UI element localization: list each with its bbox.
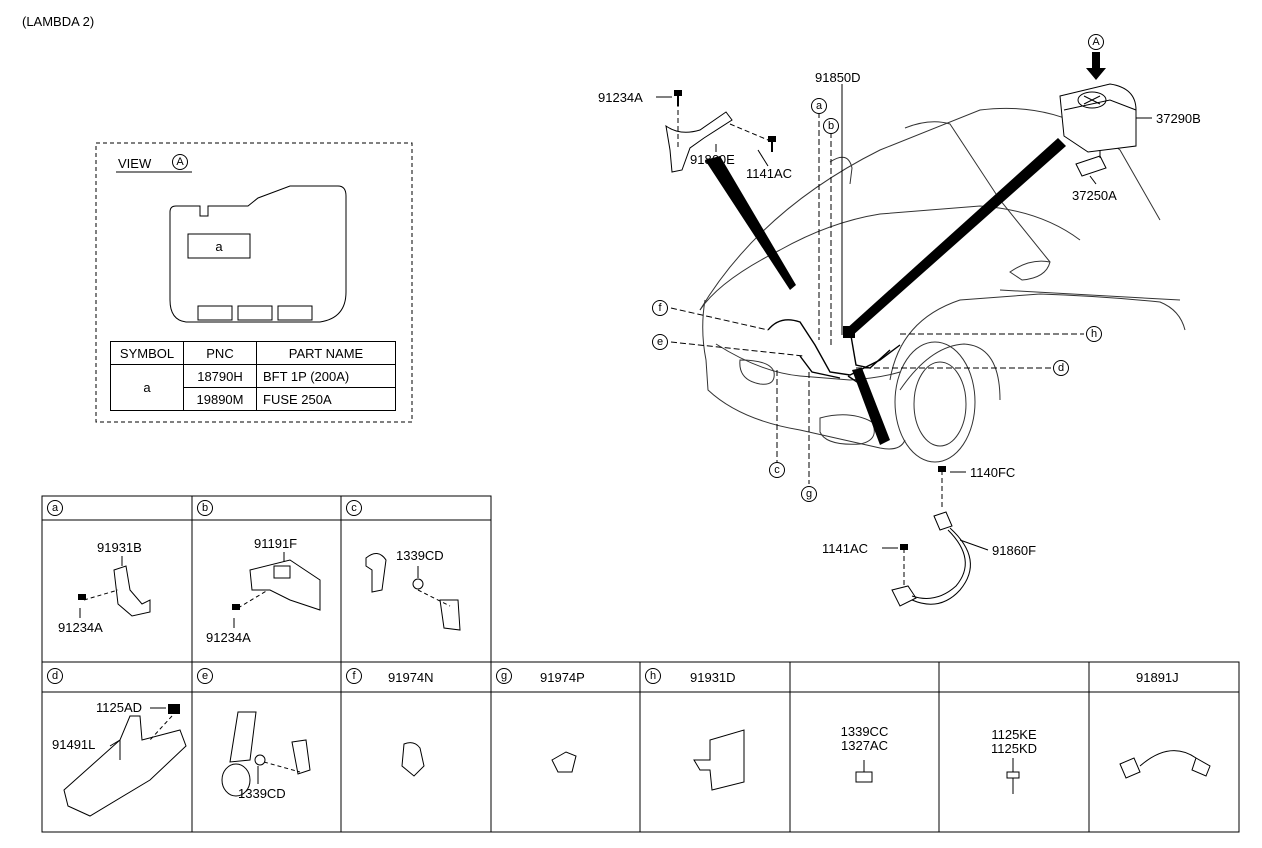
- cell-tag-f: f: [346, 668, 362, 684]
- part-clip-c-drawing: [365, 553, 461, 631]
- label-1141AC-top: 1141AC: [746, 166, 793, 181]
- table-header-symbol: SYMBOL: [110, 341, 184, 365]
- callout-c: c: [769, 462, 785, 478]
- fuse-box-label-frame: [187, 233, 251, 259]
- bracket-91860E: [656, 96, 769, 173]
- view-title-symbol: A: [172, 154, 188, 170]
- label-1140FC: 1140FC: [970, 465, 1016, 480]
- cell-tag-b: b: [197, 500, 213, 516]
- part-label: 1125KE: [991, 727, 1037, 742]
- label-37290B: 37290B: [1156, 111, 1201, 126]
- fuse-box-outline: [169, 185, 347, 323]
- part-label: 1125KD: [990, 741, 1037, 756]
- part-91931B-drawing: [79, 556, 151, 618]
- callout-d: d: [1053, 360, 1069, 376]
- label-91860F: 91860F: [992, 543, 1037, 558]
- callout-h: h: [1086, 326, 1102, 342]
- wiring-harness: [767, 319, 901, 385]
- table-cell-pnc: 19890M: [183, 387, 257, 411]
- arrow-a-icon: [1086, 52, 1106, 80]
- table-header-part-name: PART NAME: [256, 341, 396, 365]
- part-91931D-drawing: [693, 729, 745, 791]
- table-cell-part-name: FUSE 250A: [256, 387, 396, 411]
- part-grommet-e-drawing: [221, 711, 311, 797]
- table-cell-symbol: a: [110, 364, 184, 411]
- callout-g: g: [801, 486, 817, 502]
- page-title: (LAMBDA 2): [22, 14, 95, 29]
- cell-tag-g: g: [496, 668, 512, 684]
- part-label: 1125AD: [96, 700, 143, 715]
- label-91234A-top: 91234A: [598, 90, 643, 105]
- label-91860E: 91860E: [690, 152, 735, 167]
- view-a-frame: [95, 142, 413, 423]
- part-label: 91234A: [58, 620, 103, 635]
- part-91891J-drawing: [1119, 750, 1211, 779]
- part-label: 1327AC: [841, 738, 888, 753]
- callout-f: f: [652, 300, 668, 316]
- battery-cover-37290B: [1059, 83, 1152, 185]
- band-2: [845, 138, 1066, 336]
- table-cell-pnc: 18790H: [183, 364, 257, 388]
- table-header-pnc: PNC: [183, 341, 257, 365]
- battery-cable-91860F: [882, 470, 989, 607]
- callout-e: e: [652, 334, 668, 350]
- cell-tag-e: e: [197, 668, 213, 684]
- cell-header-h: 91931D: [690, 670, 736, 685]
- part-label: 91191F: [254, 536, 298, 551]
- callout-a: a: [811, 98, 827, 114]
- cell-header-g: 91974P: [540, 670, 585, 685]
- part-label: 91491L: [52, 737, 96, 752]
- parts-table: SYMBOL PNC PART NAME a 18790H BFT 1P (20…: [110, 341, 396, 411]
- part-label: 91234A: [206, 630, 251, 645]
- callout-b: b: [823, 118, 839, 134]
- cell-tag-a: a: [47, 500, 63, 516]
- part-91491L-drawing: [63, 707, 187, 817]
- part-label: 91931B: [97, 540, 142, 555]
- view-title: VIEW: [118, 156, 152, 171]
- part-label: 1339CC: [840, 724, 889, 739]
- label-1141AC-bottom: 1141AC: [822, 541, 869, 556]
- car-body: [699, 107, 1186, 463]
- part-label: 1339CD: [396, 548, 444, 563]
- cell-header-f: 91974N: [388, 670, 434, 685]
- cell-tag-c: c: [346, 500, 362, 516]
- part-bolt-drawing: [1006, 758, 1020, 794]
- label-91850D: 91850D: [815, 70, 861, 85]
- arrow-a-label: A: [1088, 34, 1104, 50]
- part-label: 1339CD: [238, 786, 286, 801]
- table-cell-part-name: BFT 1P (200A): [256, 364, 396, 388]
- part-91974P-drawing: [551, 751, 577, 773]
- part-91974N-drawing: [401, 742, 425, 777]
- cell-header-cable: 91891J: [1136, 670, 1179, 685]
- cell-tag-h: h: [645, 668, 661, 684]
- fuse-box-label: a: [215, 239, 223, 254]
- band-3: [852, 368, 890, 445]
- detail-grid-row1: [41, 495, 492, 663]
- part-nut-drawing: [855, 760, 873, 783]
- label-37250A: 37250A: [1072, 188, 1117, 203]
- band-1: [705, 156, 796, 290]
- part-91191F-drawing: [233, 552, 321, 628]
- cell-tag-d: d: [47, 668, 63, 684]
